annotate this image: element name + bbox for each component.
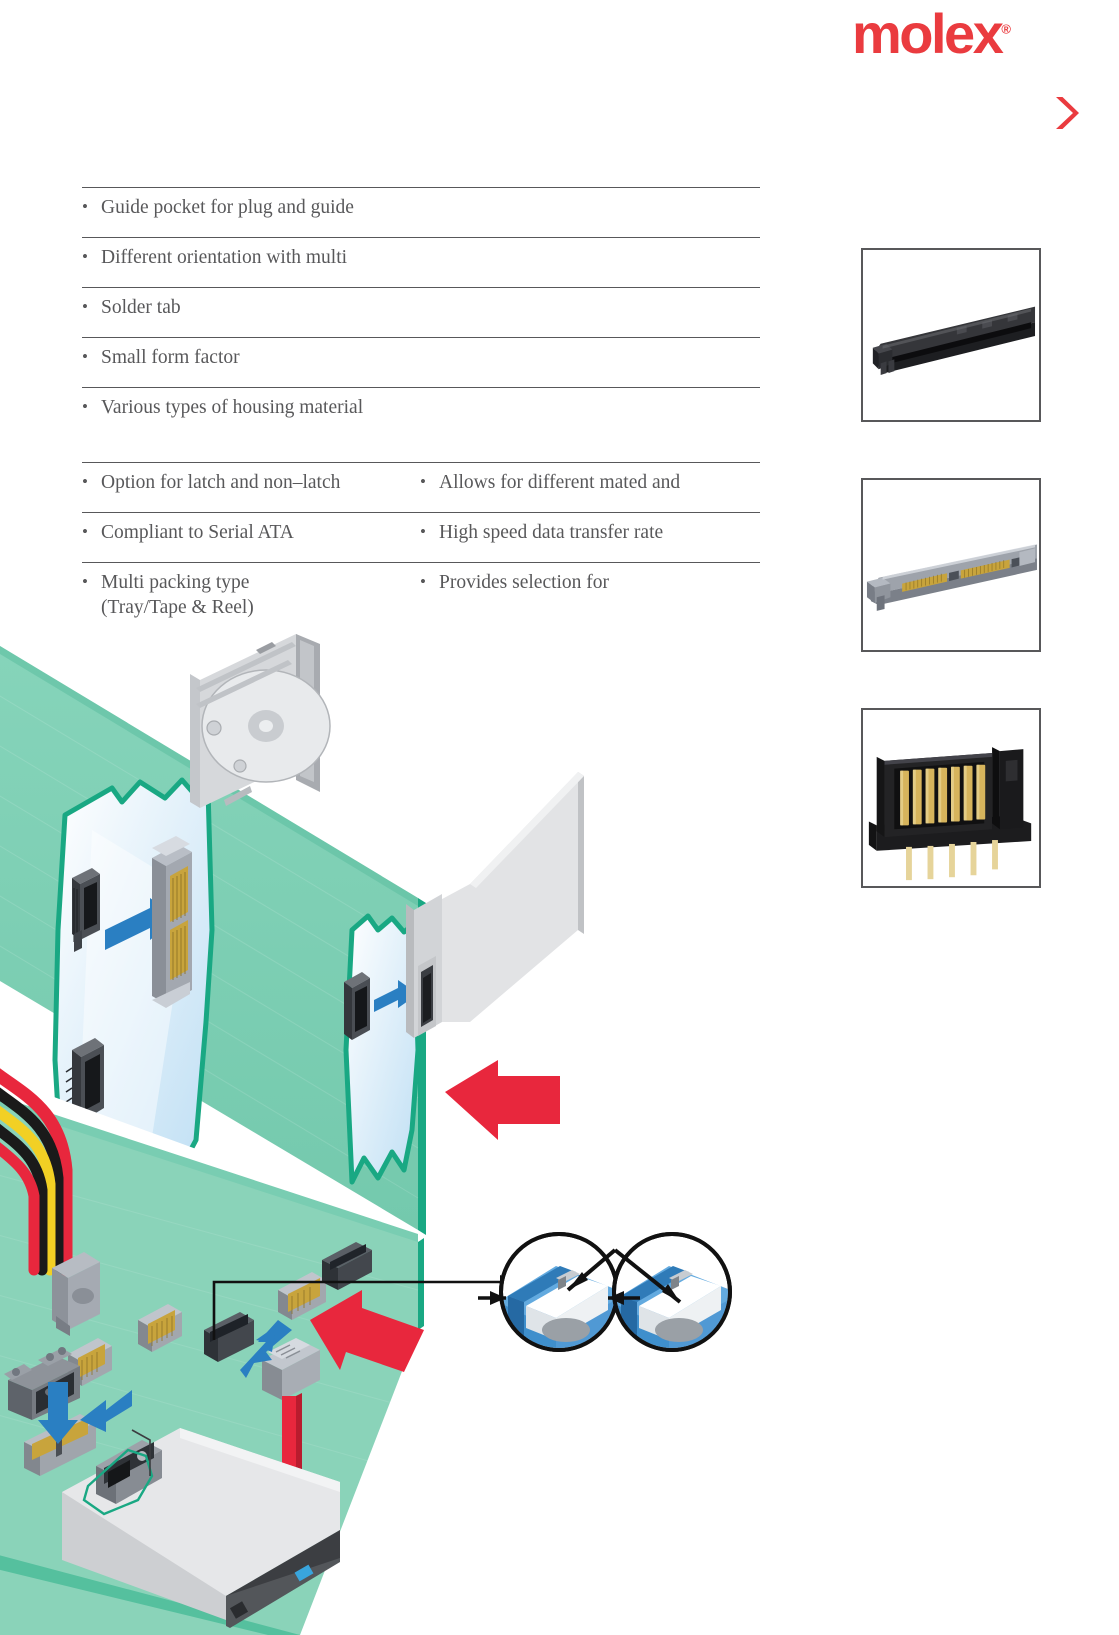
callout-arrow-entering-left-circle xyxy=(478,1291,506,1305)
bullet-icon: • xyxy=(82,197,88,216)
table-row: • Different orientation with multi xyxy=(82,237,760,288)
callout-arrow-between-circles xyxy=(608,1291,640,1305)
feature-label: Multi packing type (Tray/Tape & Reel) xyxy=(101,571,254,621)
feature-cell: • Different orientation with multi xyxy=(82,237,760,288)
feature-cell: • Small form factor xyxy=(82,337,760,388)
sata-cable-plug xyxy=(52,1252,100,1336)
panel-connector-d xyxy=(322,1242,372,1290)
table-row: • Guide pocket for plug and guide xyxy=(82,187,760,238)
bullet-icon: • xyxy=(82,247,88,266)
feature-label: Small form factor xyxy=(101,347,240,368)
feature-label: Solder tab xyxy=(101,297,181,318)
benefit-cell: • Provides selection for xyxy=(420,561,760,630)
table-row: • Compliant to Serial ATA • High speed dat… xyxy=(82,512,760,563)
sata-cable-bundle xyxy=(0,1068,100,1336)
sata-cable-plug-bottom xyxy=(262,1338,320,1472)
features-table-benefits: • Option for latch and non–latch • Allows … xyxy=(82,462,760,630)
bullet-icon: • xyxy=(420,472,426,491)
bullet-icon: • xyxy=(82,472,88,491)
black-connector-housing-photo xyxy=(861,248,1041,422)
feature-cell: • Guide pocket for plug and guide xyxy=(82,187,760,238)
table-row: • Option for latch and non–latch • Allows … xyxy=(82,462,760,513)
blue-assembly-arrow-down xyxy=(38,1382,78,1444)
right-gray-card xyxy=(406,772,584,1038)
table-row: • Solder tab xyxy=(82,287,760,338)
registered-trademark-symbol: ® xyxy=(1001,21,1011,37)
detail-callout-right xyxy=(612,1232,732,1352)
feature-label: Guide pocket for plug and guide xyxy=(101,197,354,218)
feature-label: Different orientation with multi xyxy=(101,247,348,268)
sata-backplane-assembly-diagram xyxy=(0,630,760,1635)
bullet-icon: • xyxy=(82,347,88,366)
feature-cell: • Compliant to Serial ATA xyxy=(82,512,420,563)
red-insertion-arrow-lower xyxy=(310,1290,424,1372)
red-insertion-arrow-upper xyxy=(445,1060,560,1140)
detail-callout-left xyxy=(499,1232,619,1352)
table-row: • Small form factor xyxy=(82,337,760,388)
callout-arrow-into-left-circle xyxy=(566,1248,617,1292)
benefit-cell: • Allows for different mated and xyxy=(420,462,760,513)
feature-label: Option for latch and non–latch xyxy=(101,472,341,493)
bullet-icon: • xyxy=(82,572,88,591)
blue-assembly-arrow-diagonal xyxy=(80,1390,132,1432)
molex-logo: molex® xyxy=(852,6,1011,62)
table-row: • Various types of housing material xyxy=(82,387,760,438)
feature-label: Compliant to Serial ATA xyxy=(101,522,294,543)
board-connector-left-upper xyxy=(72,868,100,952)
bullet-icon: • xyxy=(420,572,426,591)
callout-arrow-into-right-circle xyxy=(613,1248,682,1304)
features-table-primary: • Guide pocket for plug and guide • Differ… xyxy=(82,187,760,438)
chevron-right-icon xyxy=(1050,94,1080,132)
bullet-icon: • xyxy=(82,397,88,416)
benefit-cell: • High speed data transfer rate xyxy=(420,512,760,563)
slim-optical-drive xyxy=(62,1428,340,1628)
panel-connector-a xyxy=(138,1304,182,1352)
feature-label-line1: Multi packing type xyxy=(101,572,250,593)
benefit-label: Provides selection for xyxy=(439,572,610,593)
bullet-icon: • xyxy=(82,297,88,316)
panel-connector-c xyxy=(278,1272,326,1320)
feature-cell: • Solder tab xyxy=(82,287,760,338)
feature-cell: • Option for latch and non–latch xyxy=(82,462,420,513)
bullet-icon: • xyxy=(420,522,426,541)
drive-connector-upper xyxy=(152,836,192,1008)
black-connector-gold-pins-photo xyxy=(861,708,1041,888)
board-connector-left-lower xyxy=(65,1038,104,1122)
feature-cell: • Multi packing type (Tray/Tape & Reel) xyxy=(82,561,420,630)
feature-cell: • Various types of housing material xyxy=(82,387,760,438)
board-connector-right xyxy=(344,972,370,1040)
sata-gold-contact-connector-photo xyxy=(861,478,1041,652)
feature-label: Various types of housing material xyxy=(101,397,364,418)
optical-drive-assembly xyxy=(190,634,331,808)
molex-logo-text: molex xyxy=(852,2,1004,65)
blue-assembly-arrow-up xyxy=(240,1320,292,1378)
feature-label-line2: (Tray/Tape & Reel) xyxy=(101,596,254,618)
bullet-icon: • xyxy=(82,522,88,541)
table-row: • Multi packing type (Tray/Tape & Reel) • P… xyxy=(82,561,760,630)
benefit-label: Allows for different mated and xyxy=(439,472,681,493)
benefit-label: High speed data transfer rate xyxy=(439,522,664,543)
